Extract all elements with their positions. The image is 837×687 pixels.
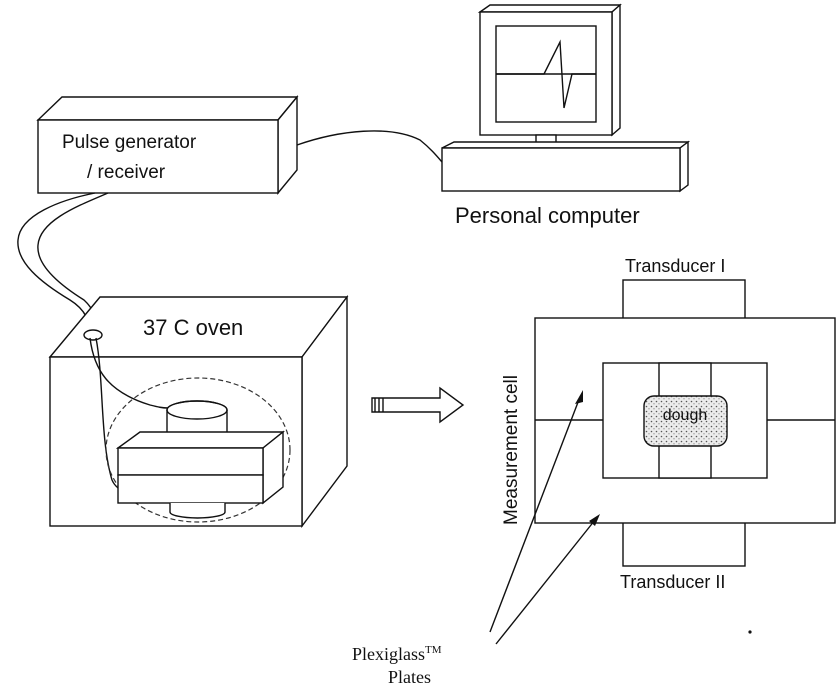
pulse-label-line1: Pulse generator xyxy=(62,132,197,153)
block-arrow-shape xyxy=(371,386,465,424)
monitor-top-face xyxy=(477,4,622,13)
plexiglass-label-line1: PlexiglassTM xyxy=(352,644,442,664)
transducer-top-label: Transducer I xyxy=(625,256,725,276)
pulse-waveform xyxy=(496,39,596,109)
dough-label: dough xyxy=(663,407,708,424)
oven-label: 37 C oven xyxy=(143,315,243,340)
oven: 37 C oven xyxy=(48,294,349,529)
monitor-side-face xyxy=(611,3,621,137)
plexiglass-pointers: PlexiglassTM Plates xyxy=(352,390,600,687)
pointer-arrowhead-lower xyxy=(589,514,600,526)
pointer-arrow-upper xyxy=(489,396,581,633)
transducer-bottom-label: Transducer II xyxy=(620,572,725,592)
pointer-arrow-lower xyxy=(495,519,596,645)
pulse-generator: Pulse generator / receiver xyxy=(36,95,299,195)
cable-to-computer xyxy=(296,130,443,163)
trademark-superscript: TM xyxy=(425,644,442,656)
measurement-cell-label: Measurement cell xyxy=(501,375,522,525)
stray-dot xyxy=(748,630,752,634)
computer-label: Personal computer xyxy=(455,203,640,228)
pulse-box-front xyxy=(37,119,279,194)
pointer-arrowhead-upper xyxy=(575,390,583,404)
pulse-label-line2: / receiver xyxy=(87,162,166,183)
computer-base-top xyxy=(441,141,691,149)
dough-sample xyxy=(643,395,728,447)
cable-entry-port xyxy=(83,329,103,341)
measurement-cell-section: Measurement cell dough Transducer I Tran… xyxy=(501,256,836,592)
cell-highlight-ellipse xyxy=(105,377,291,523)
computer-base-unit xyxy=(441,147,681,192)
block-arrow xyxy=(371,386,465,424)
computer-base-side xyxy=(679,140,689,193)
plexiglass-label-line2: Plates xyxy=(388,667,431,687)
personal-computer: Personal computer xyxy=(441,3,691,228)
cable-to-transducer-1 xyxy=(17,192,96,335)
pulse-box-top xyxy=(36,96,299,121)
oven-measurement-cell xyxy=(115,400,285,519)
